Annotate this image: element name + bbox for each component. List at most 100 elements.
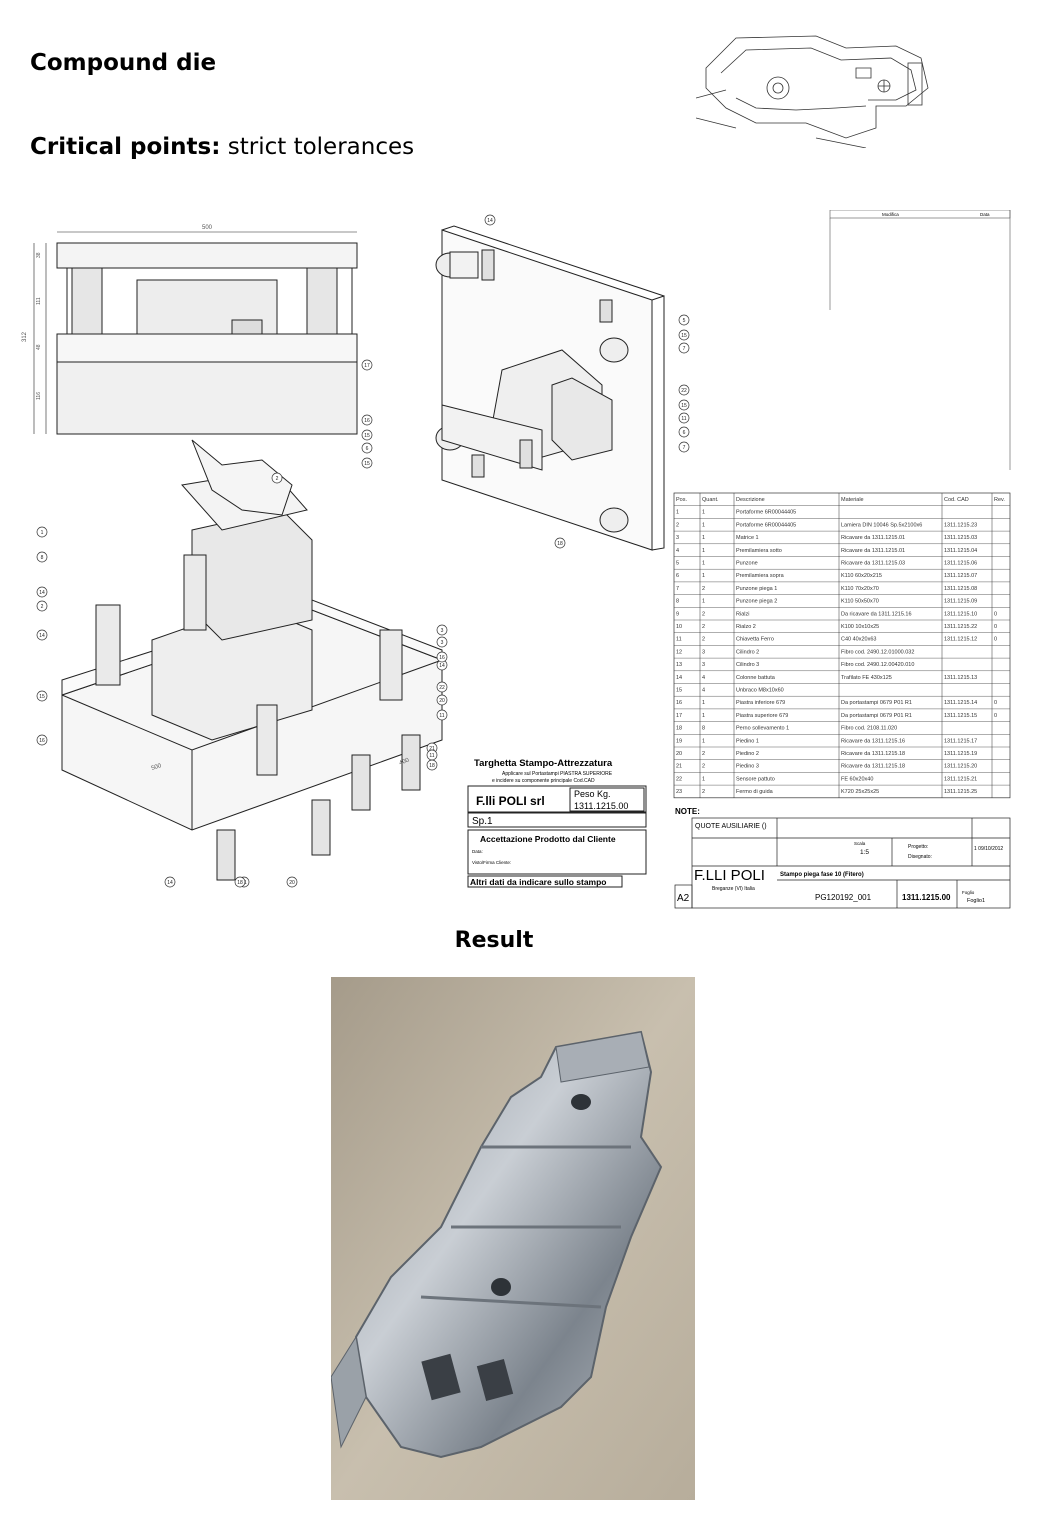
bom-cell: Da ricavare da 1311.1215.16 bbox=[841, 611, 912, 617]
bom-cell: Fermo di guida bbox=[736, 789, 774, 795]
iso-balloon-label: 20 bbox=[439, 698, 445, 704]
bom-cell: 2 bbox=[676, 522, 679, 528]
title-format: A2 bbox=[677, 893, 690, 904]
bom-cell: Colonne battuta bbox=[736, 675, 776, 681]
dim-3: 48 bbox=[36, 344, 42, 350]
bom-cell: 4 bbox=[676, 548, 679, 554]
plate-visto-label: Visto/Firma Cliente: bbox=[472, 860, 511, 865]
upper-balloon bbox=[678, 412, 690, 424]
title-designer-label: Disegnato: bbox=[908, 854, 932, 860]
title-code: 1311.1215.00 bbox=[902, 893, 951, 902]
bom-cell: 1 bbox=[702, 713, 705, 719]
bom-cell: C40 40x20x63 bbox=[841, 637, 876, 643]
upper-balloon-label: 16 bbox=[364, 418, 370, 424]
bom-cell: 1 bbox=[702, 535, 705, 541]
revision-header: Modifica Data bbox=[829, 210, 1011, 470]
bom-cell: 9 bbox=[676, 611, 679, 617]
bom-cell: 1311.1215.10 bbox=[944, 611, 977, 617]
bom-cell: Punzone piega 2 bbox=[736, 599, 777, 605]
bom-cell: 2 bbox=[702, 586, 705, 592]
bom-cell: 15 bbox=[676, 688, 682, 694]
bom-cell: Piastra superiore 679 bbox=[736, 713, 788, 719]
bom-cell: K110 50x50x70 bbox=[841, 599, 879, 605]
plate-other: Altri dati da indicare sullo stampo bbox=[470, 877, 607, 887]
upper-balloon bbox=[678, 399, 690, 411]
bom-cell: 1311.1215.13 bbox=[944, 675, 977, 681]
bom-cell: Ricavare da 1311.1215.18 bbox=[841, 764, 905, 770]
bom-cell: 16 bbox=[676, 700, 682, 706]
upper-balloon-label: 6 bbox=[366, 446, 369, 452]
iso-balloon-label: 16 bbox=[39, 738, 45, 744]
dim-1: 38 bbox=[36, 252, 42, 258]
dim-iso-width: 500 bbox=[151, 763, 163, 772]
bom-cell: 20 bbox=[676, 751, 682, 757]
bom-header-cell: Cod. CAD bbox=[944, 497, 969, 503]
title-block bbox=[674, 817, 1011, 909]
upper-balloon-label: 7 bbox=[683, 445, 686, 451]
title-company: F.LLI POLI bbox=[694, 867, 765, 884]
bom-cell: Ricavare da 1311.1215.01 bbox=[841, 535, 905, 541]
bom-cell: Premilamiera sopra bbox=[736, 573, 785, 579]
upper-balloon-label: 15 bbox=[364, 433, 370, 439]
upper-balloon bbox=[554, 537, 566, 549]
bom-cell: 18 bbox=[676, 726, 682, 732]
bom-cell: Portaforme 6R00044405 bbox=[736, 522, 796, 528]
bom-cell: 21 bbox=[676, 764, 682, 770]
iso-balloon-label: 14 bbox=[39, 590, 45, 596]
bom-cell: Da portastampi 0679 P01 R1 bbox=[841, 713, 912, 719]
iso-balloon-label: 8 bbox=[41, 555, 44, 561]
iso-balloon-label: 14 bbox=[439, 663, 445, 669]
bom-cell: 22 bbox=[676, 776, 682, 782]
upper-balloon-label: 15 bbox=[681, 333, 687, 339]
bom-cell: Da portastampi 0679 P01 R1 bbox=[841, 700, 912, 706]
upper-balloon bbox=[361, 442, 373, 454]
front-elevation-view bbox=[33, 231, 358, 435]
note-label: NOTE: bbox=[675, 807, 700, 816]
iso-balloon-label: 14 bbox=[39, 633, 45, 639]
plate-data-label: Data: bbox=[472, 849, 483, 854]
upper-balloon bbox=[234, 876, 246, 888]
bom-cell: 1 bbox=[702, 599, 705, 605]
upper-plate-isometric bbox=[435, 225, 665, 551]
iso-balloon-label: 21 bbox=[429, 746, 435, 752]
bom-cell: 1 bbox=[702, 738, 705, 744]
bom-cell: Punzone piega 1 bbox=[736, 586, 777, 592]
title-description: Stampo piega fase 10 (Fitero) bbox=[780, 872, 864, 878]
plate-title: Targhetta Stampo-Attrezzatura bbox=[474, 758, 613, 769]
page-title: Compound die bbox=[30, 50, 217, 76]
iso-balloon-label: 16 bbox=[439, 655, 445, 661]
technical-drawing: 500 312 38 111 48 116 bbox=[12, 210, 1016, 910]
bom-cell: 1311.1215.22 bbox=[944, 624, 977, 630]
bom-cell: 0 bbox=[994, 713, 997, 719]
bom-cell: Perno sollevamento 1 bbox=[736, 726, 789, 732]
title-scale: 1:5 bbox=[860, 849, 869, 856]
bom-cell: 1311.1215.03 bbox=[944, 535, 977, 541]
bom-cell: 1311.1215.21 bbox=[944, 776, 977, 782]
bom-cell: 17 bbox=[676, 713, 682, 719]
dim-height-total: 312 bbox=[22, 331, 28, 342]
iso-balloon bbox=[36, 586, 48, 598]
iso-balloon-label: 3 bbox=[441, 628, 444, 634]
bom-cell: 1311.1215.12 bbox=[944, 637, 977, 643]
iso-balloon bbox=[36, 629, 48, 641]
bom-cell: 1311.1215.15 bbox=[944, 713, 977, 719]
bom-cell: FE 60x20x40 bbox=[841, 776, 873, 782]
iso-balloon bbox=[436, 651, 448, 663]
bom-cell: 1311.1215.04 bbox=[944, 548, 977, 554]
bom-cell: 1 bbox=[702, 522, 705, 528]
lower-die-isometric bbox=[61, 439, 443, 881]
bom-cell: Piedino 2 bbox=[736, 751, 759, 757]
bom-cell: 23 bbox=[676, 789, 682, 795]
iso-balloon-label: 15 bbox=[39, 694, 45, 700]
dim-iso-depth: 400 bbox=[399, 757, 411, 767]
bom-cell: Fibro cod. 2490.12.00420.010 bbox=[841, 662, 914, 668]
upper-balloon bbox=[678, 441, 690, 453]
bom-cell: 2 bbox=[702, 764, 705, 770]
plate-weight-label: Peso Kg. bbox=[574, 789, 611, 799]
bom-cell: 13 bbox=[676, 662, 682, 668]
bom-cell: 1 bbox=[702, 561, 705, 567]
bom-cell: Fibro cod. 2108.11.020 bbox=[841, 726, 897, 732]
upper-balloon bbox=[678, 314, 690, 326]
bom-header-cell: Materiale bbox=[841, 497, 864, 503]
upper-balloon bbox=[361, 414, 373, 426]
